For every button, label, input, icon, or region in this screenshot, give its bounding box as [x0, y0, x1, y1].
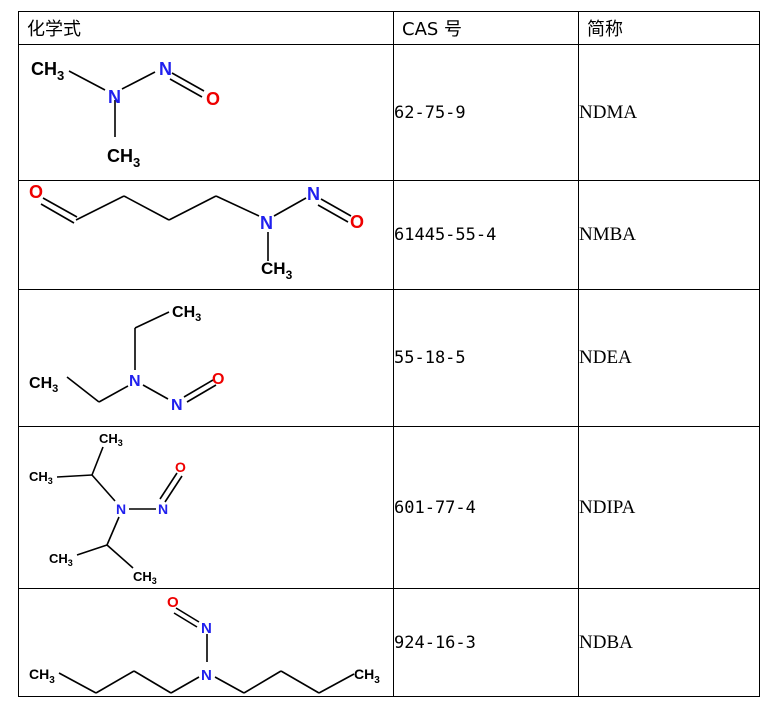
svg-text:N: N: [158, 501, 168, 517]
structure-nmba: O N N O CH3: [18, 180, 394, 290]
structure-ndma: CH3 N N O CH3: [18, 44, 394, 181]
svg-text:N: N: [307, 184, 320, 204]
abbr-ndipa: NDIPA: [578, 426, 760, 589]
svg-text:N: N: [129, 373, 141, 390]
nmba-structure-diagram: O N N O CH3: [29, 182, 364, 282]
table-row: CH3 N N O CH3 62-75-9 NDMA: [18, 44, 760, 181]
svg-text:N: N: [201, 620, 212, 637]
structure-ndba: O N N CH3 CH3: [18, 588, 394, 697]
svg-text:CH3: CH3: [107, 146, 140, 170]
structure-ndea: CH3 CH3 N N O: [18, 289, 394, 427]
svg-text:CH3: CH3: [172, 304, 201, 324]
cas-ndipa: 601-77-4: [393, 426, 579, 589]
table-row: O N N CH3 CH3 924-16-3 NDBA: [18, 588, 760, 697]
svg-text:N: N: [260, 213, 273, 233]
header-cas: CAS 号: [393, 11, 579, 45]
ndba-structure-diagram: O N N CH3 CH3: [29, 594, 380, 694]
svg-text:N: N: [171, 397, 183, 414]
svg-text:CH3: CH3: [29, 375, 58, 395]
abbr-ndba: NDBA: [578, 588, 760, 697]
header-abbr: 简称: [578, 11, 760, 45]
svg-text:O: O: [206, 89, 220, 109]
cas-ndma: 62-75-9: [393, 44, 579, 181]
svg-text:CH3: CH3: [354, 666, 380, 686]
svg-text:O: O: [350, 212, 364, 232]
svg-text:N: N: [159, 59, 172, 79]
header-row: 化学式 CAS 号 简称: [18, 11, 760, 45]
svg-text:CH3: CH3: [133, 569, 157, 586]
table-row: CH3 CH3 N N O CH3 CH3 601-77-4 NDIPA: [18, 426, 760, 589]
svg-text:N: N: [108, 87, 121, 107]
ndipa-structure-diagram: CH3 CH3 N N O CH3 CH3: [29, 431, 186, 586]
svg-text:N: N: [201, 667, 212, 684]
svg-text:O: O: [175, 459, 186, 475]
table-row: CH3 CH3 N N O 55-18-5 NDEA: [18, 289, 760, 427]
svg-text:CH3: CH3: [31, 59, 64, 83]
svg-text:N: N: [116, 501, 126, 517]
abbr-nmba: NMBA: [578, 180, 760, 290]
abbr-ndea: NDEA: [578, 289, 760, 427]
svg-text:O: O: [167, 594, 179, 611]
svg-text:CH3: CH3: [261, 259, 293, 282]
ndea-structure-diagram: CH3 CH3 N N O: [29, 304, 224, 414]
header-structure: 化学式: [18, 11, 394, 45]
ndma-structure-diagram: CH3 N N O CH3: [31, 59, 220, 170]
svg-text:CH3: CH3: [29, 469, 53, 486]
svg-text:CH3: CH3: [99, 431, 123, 448]
structure-ndipa: CH3 CH3 N N O CH3 CH3: [18, 426, 394, 589]
cas-ndea: 55-18-5: [393, 289, 579, 427]
svg-text:O: O: [29, 182, 43, 202]
svg-text:O: O: [212, 371, 224, 388]
cas-ndba: 924-16-3: [393, 588, 579, 697]
nitrosamine-table: 化学式 CAS 号 简称 CH3 N N O CH3 62-75-9 NDMA: [18, 11, 760, 697]
cas-nmba: 61445-55-4: [393, 180, 579, 290]
svg-text:CH3: CH3: [49, 551, 73, 568]
table-row: O N N O CH3 61445-55-4 NMBA: [18, 180, 760, 290]
abbr-ndma: NDMA: [578, 44, 760, 181]
svg-text:CH3: CH3: [29, 666, 55, 686]
